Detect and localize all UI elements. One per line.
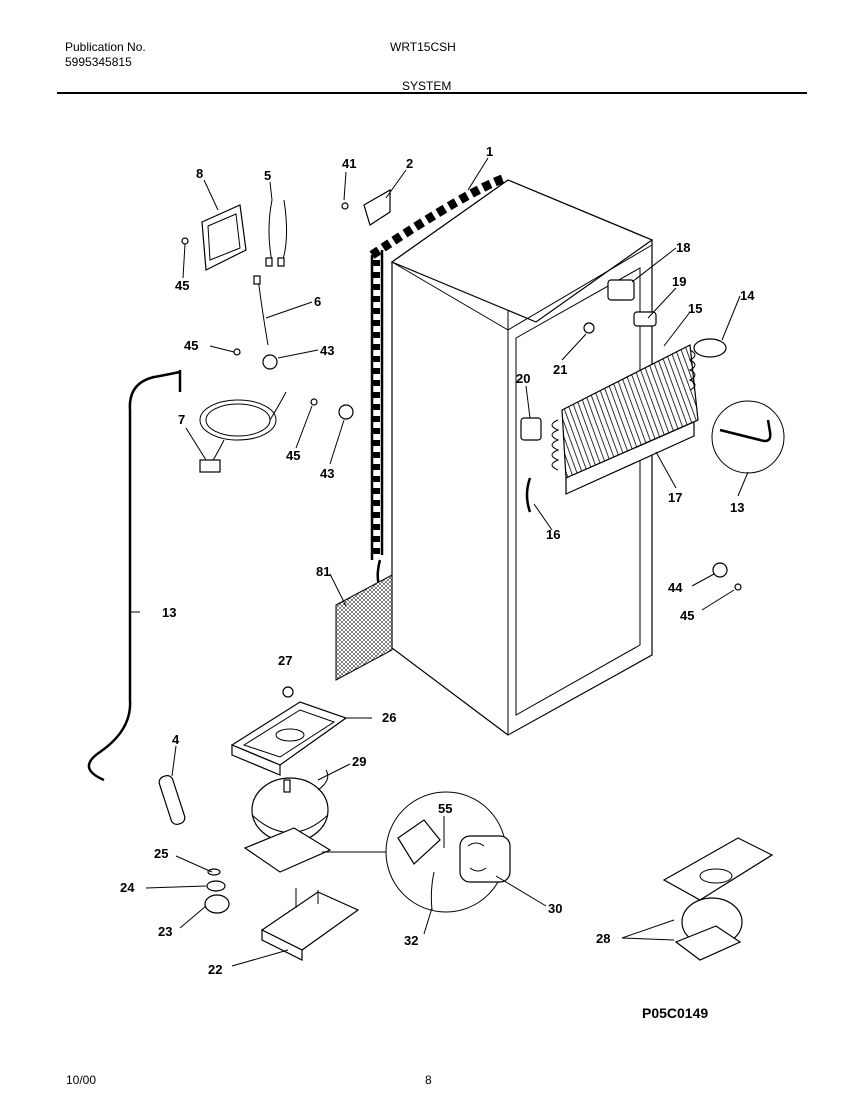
- washer-24: [206, 880, 226, 892]
- compressor-base-bracket: [260, 888, 360, 961]
- callout-43-b: 43: [320, 466, 334, 481]
- callout-28: 28: [596, 931, 610, 946]
- filter-drier: [158, 775, 186, 825]
- accumulator: [693, 338, 727, 358]
- callout-41: 41: [342, 156, 356, 171]
- callout-44: 44: [668, 580, 683, 595]
- callout-19: 19: [672, 274, 686, 289]
- callout-32: 32: [404, 933, 418, 948]
- header-rule: [57, 92, 807, 94]
- callout-45-d: 45: [680, 608, 694, 623]
- publication-number: 5995345815: [65, 55, 132, 69]
- callout-27: 27: [278, 653, 292, 668]
- grommet-23: [204, 894, 230, 914]
- callout-43-a: 43: [320, 343, 334, 358]
- callout-23: 23: [158, 924, 172, 939]
- refrigerator-cabinet: [390, 179, 654, 736]
- grommet-27: [282, 686, 294, 698]
- section-title: SYSTEM: [402, 79, 452, 93]
- clip-25: [207, 868, 221, 876]
- clip-43-b: [338, 404, 354, 420]
- callout-81: 81: [316, 564, 330, 579]
- callout-45-c: 45: [286, 448, 300, 463]
- condenser-screen: [335, 574, 393, 681]
- callout-29: 29: [352, 754, 366, 769]
- callout-1: 1: [486, 144, 493, 159]
- callout-4: 4: [172, 732, 180, 747]
- callout-7: 7: [178, 412, 185, 427]
- callout-45-b: 45: [184, 338, 198, 353]
- defrost-timer: [607, 279, 635, 301]
- suction-tube: [87, 370, 181, 782]
- condenser-coil: [369, 173, 507, 602]
- screw-21: [583, 322, 595, 334]
- bracket-2: [363, 188, 391, 226]
- callout-45-a: 45: [175, 278, 189, 293]
- capillary-tube-detail: [719, 419, 772, 443]
- callout-15: 15: [688, 301, 702, 316]
- callout-17: 17: [668, 490, 682, 505]
- callout-24: 24: [120, 880, 135, 895]
- clip-44: [712, 562, 728, 578]
- footer-date: 10/00: [66, 1073, 97, 1087]
- clip-43: [262, 354, 278, 370]
- model-number: WRT15CSH: [390, 40, 456, 54]
- callout-5: 5: [264, 168, 271, 183]
- callout-30: 30: [548, 901, 562, 916]
- wiring-harness: [253, 199, 288, 346]
- callout-55: 55: [438, 801, 452, 816]
- callout-labels: 1 2 41 8 5 45 6 45 43 7 45 43 18 19 14 1…: [120, 144, 755, 977]
- callout-14: 14: [740, 288, 755, 303]
- compressor-assembly: [662, 837, 774, 961]
- callout-20: 20: [516, 371, 530, 386]
- publication-label: Publication No.: [65, 40, 146, 54]
- callout-8: 8: [196, 166, 203, 181]
- power-cord: [199, 391, 287, 473]
- thermostat: [633, 311, 657, 327]
- drain-pan: [230, 701, 348, 776]
- diagram-code: P05C0149: [642, 1005, 708, 1021]
- callout-2: 2: [406, 156, 413, 171]
- callout-6: 6: [314, 294, 321, 309]
- heater-wire: [525, 477, 532, 513]
- screws: [181, 202, 742, 591]
- callout-26: 26: [382, 710, 396, 725]
- callout-18: 18: [676, 240, 690, 255]
- callout-13-b: 13: [162, 605, 176, 620]
- callout-13-a: 13: [730, 500, 744, 515]
- page-number: 8: [425, 1073, 432, 1087]
- damper-control: [520, 417, 542, 441]
- leader-lines: [130, 157, 749, 967]
- cover-plate: [201, 204, 247, 271]
- callout-25: 25: [154, 846, 168, 861]
- callout-21: 21: [553, 362, 567, 377]
- relay-detail: [385, 791, 511, 913]
- compressor: [243, 769, 332, 873]
- evaporator: [551, 344, 699, 495]
- callout-16: 16: [546, 527, 560, 542]
- callout-22: 22: [208, 962, 222, 977]
